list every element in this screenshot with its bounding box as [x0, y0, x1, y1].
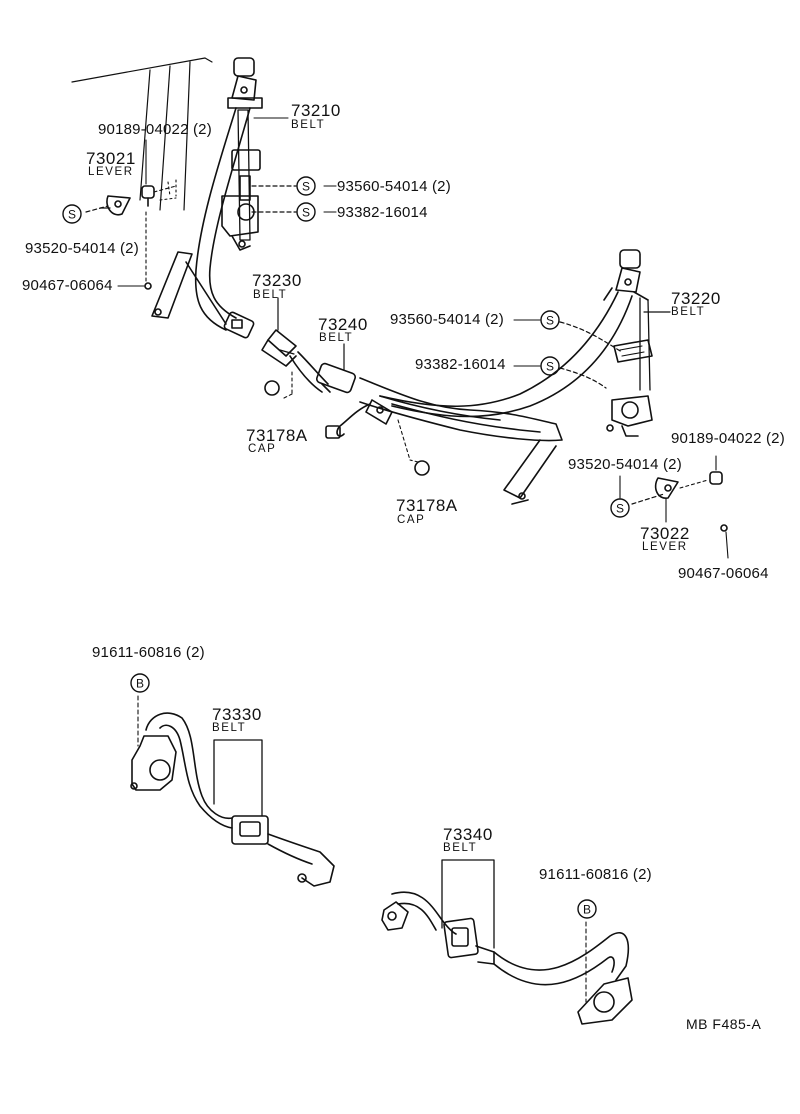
- s-mark: S: [302, 180, 310, 194]
- s-mark: S: [616, 502, 624, 516]
- center-belt-73240-drawing: [289, 343, 430, 476]
- buckle-name: BELT: [253, 289, 288, 301]
- rear-left-belt-number: 73330: [212, 705, 262, 724]
- symbol-letters: S S S S S S B B: [68, 180, 624, 917]
- center-belt-number: 73240: [318, 315, 368, 334]
- front-right-belt-drawing: [379, 249, 729, 559]
- front-right-lever-name: LEVER: [642, 541, 688, 553]
- center-belt-name: BELT: [319, 332, 354, 344]
- front-left-belt-number: 73210: [291, 101, 341, 120]
- lap-belt-drawing: [359, 377, 563, 505]
- front-right-clip-part: 90467-06064: [678, 565, 769, 582]
- rear-left-belt-drawing: [130, 695, 335, 887]
- rear-left-belt-name: BELT: [212, 722, 247, 734]
- buckle-73230-drawing: [261, 297, 297, 399]
- front-left-lever-name: LEVER: [88, 166, 134, 178]
- s-mark: S: [302, 206, 310, 220]
- front-right-nut-part: 90189-04022 (2): [671, 430, 785, 447]
- front-left-lever-number: 73021: [86, 149, 136, 168]
- left-cap-number: 73178A: [246, 426, 308, 445]
- front-right-bolt-b-part: 93520-54014 (2): [568, 456, 682, 473]
- left-cap-name: CAP: [248, 443, 277, 455]
- b-mark: B: [583, 903, 591, 917]
- rear-right-belt-number: 73340: [443, 825, 493, 844]
- front-left-clip-part: 90467-06064: [22, 277, 113, 294]
- front-right-lever-number: 73022: [640, 524, 690, 543]
- front-left-nut-part: 90189-04022 (2): [98, 121, 212, 138]
- front-right-bolt-a-part: 93560-54014 (2): [390, 311, 504, 328]
- front-left-bolt-a-part: 93560-54014 (2): [337, 178, 451, 195]
- front-left-belt-drawing: [71, 57, 297, 339]
- buckle-number: 73230: [252, 271, 302, 290]
- s-mark: S: [546, 360, 554, 374]
- b-mark: B: [136, 677, 144, 691]
- label-leaders: [117, 117, 541, 367]
- center-cap-number: 73178A: [396, 496, 458, 515]
- diagram-code: MB F485-A: [686, 1016, 762, 1032]
- front-left-belt-name: BELT: [291, 119, 326, 131]
- rear-right-belt-drawing: [381, 859, 633, 1025]
- rear-right-belt-name: BELT: [443, 842, 478, 854]
- front-right-belt-name: BELT: [671, 306, 706, 318]
- front-left-screw-part: 93382-16014: [337, 204, 428, 221]
- s-mark: S: [546, 314, 554, 328]
- symbol-marks: [62, 176, 630, 919]
- front-right-belt-number: 73220: [671, 289, 721, 308]
- front-right-screw-part: 93382-16014: [415, 356, 506, 373]
- center-cap-name: CAP: [397, 514, 426, 526]
- s-mark: S: [68, 208, 76, 222]
- rear-right-bolt-part: 91611-60816 (2): [539, 866, 652, 883]
- rear-left-bolt-part: 91611-60816 (2): [92, 644, 205, 661]
- front-left-bolt-b-part: 93520-54014 (2): [25, 240, 139, 257]
